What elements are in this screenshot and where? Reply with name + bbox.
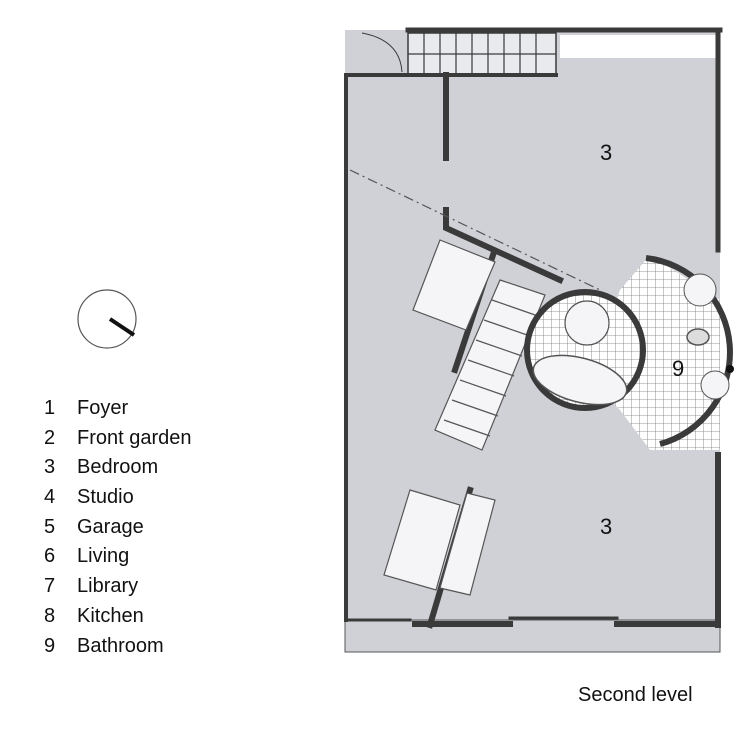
- north-arrow-icon: [77, 289, 137, 349]
- bathroom: [524, 255, 734, 450]
- sofa-upper: [412, 239, 496, 331]
- plan-caption: Second level: [578, 684, 693, 706]
- room-label-bedroom-north: 3: [600, 140, 612, 165]
- sofa-lower: [383, 489, 496, 596]
- room-label-bathroom: 9: [672, 356, 684, 381]
- overhead-line: [349, 169, 601, 291]
- stair-diagonal: [434, 279, 546, 451]
- room-label-bedroom-south: 3: [600, 514, 612, 539]
- stair-top: [361, 32, 557, 76]
